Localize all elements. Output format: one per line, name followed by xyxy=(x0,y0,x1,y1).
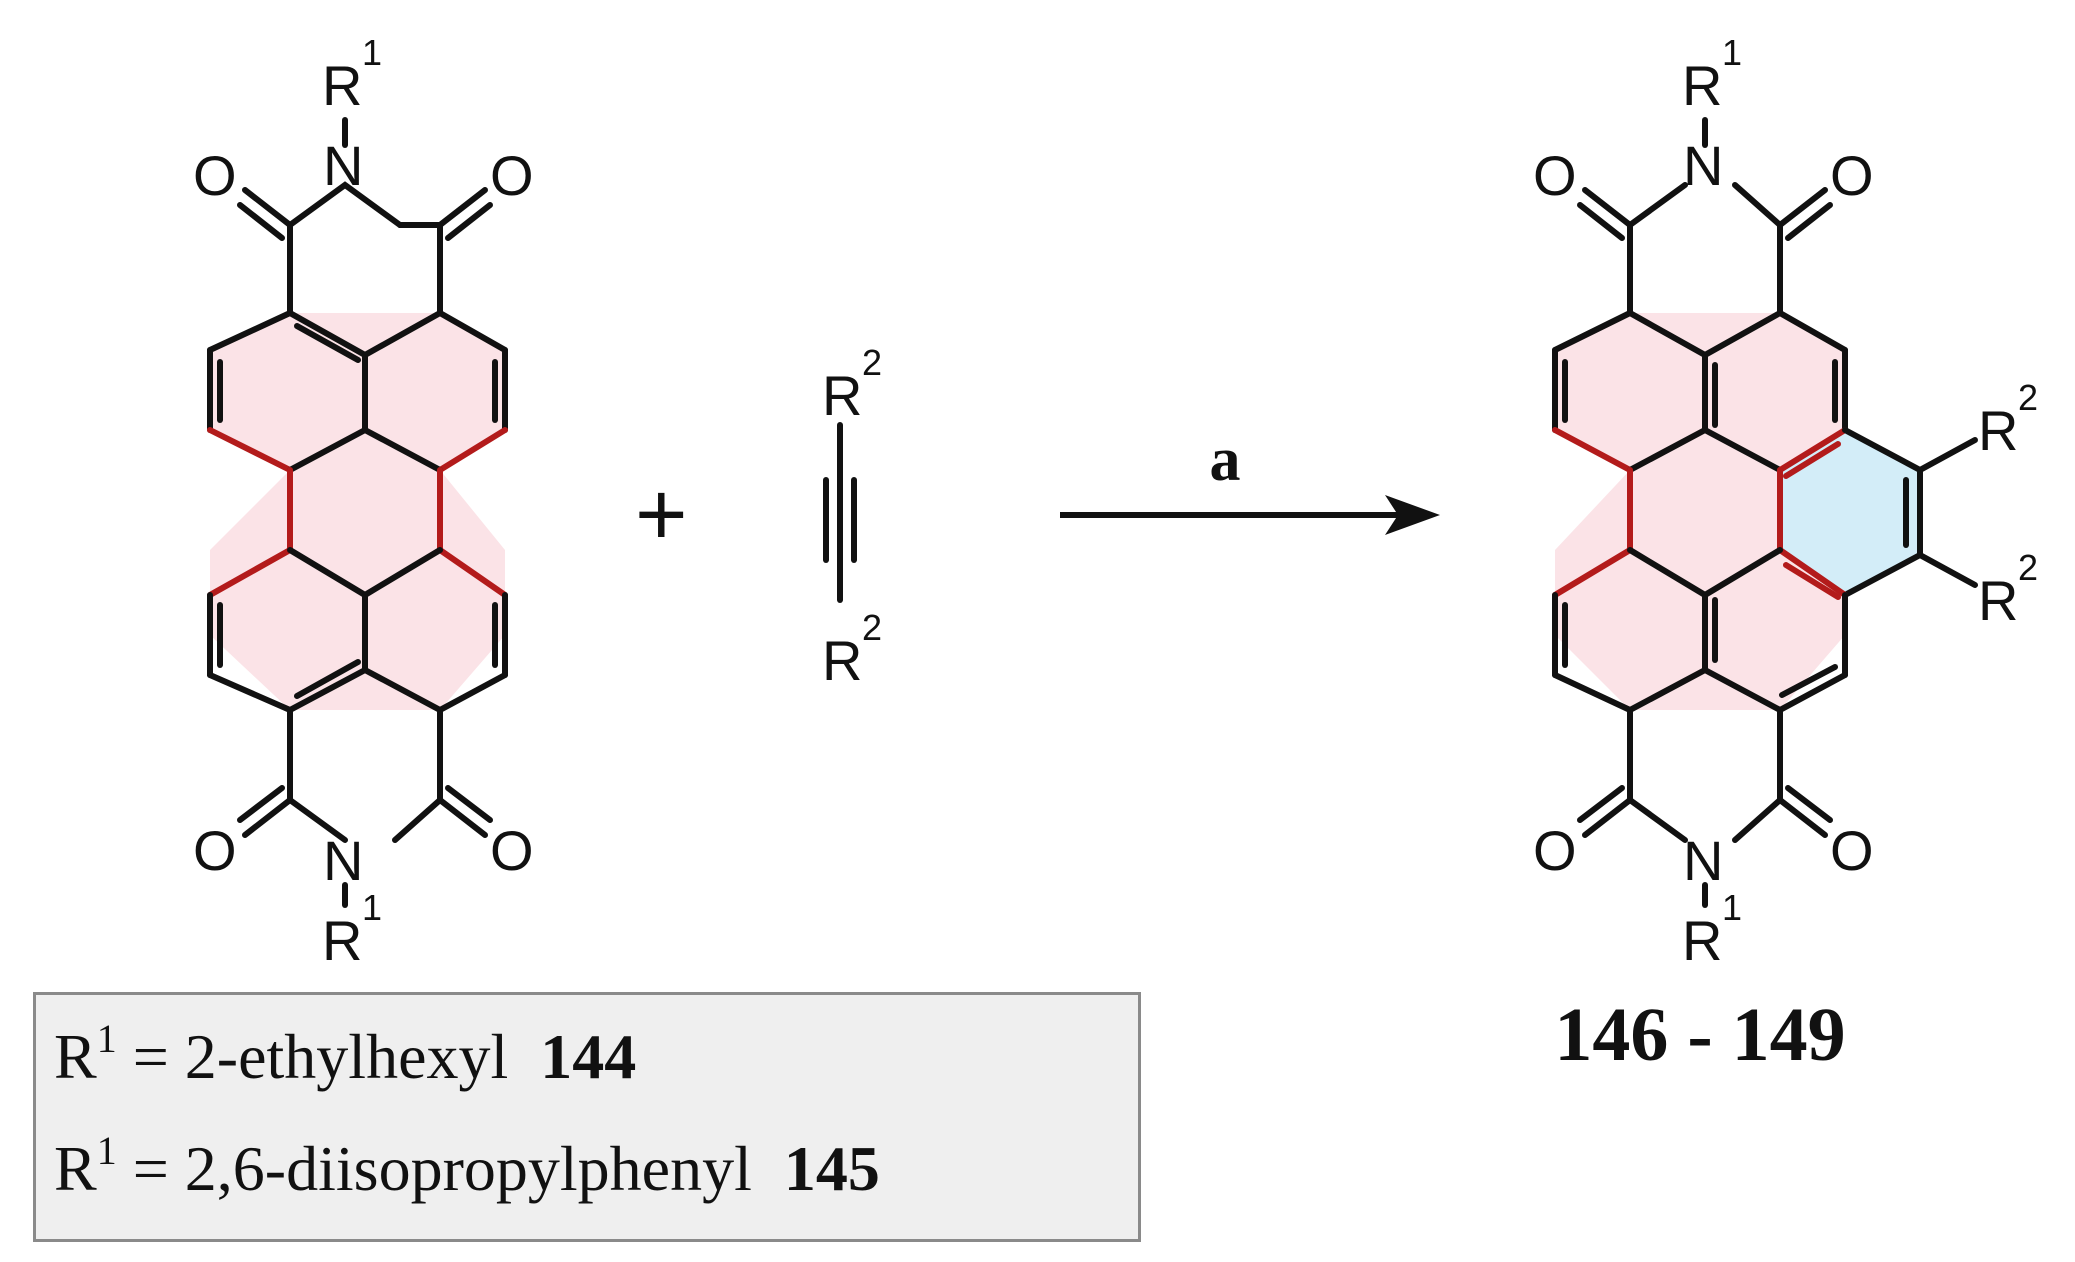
product-r2-lower-label: R xyxy=(1978,569,2018,632)
alkyne-reagent: R 2 R 2 xyxy=(822,342,882,692)
oxygen-top-right-label: O xyxy=(490,144,534,207)
product-r2-lower-superscript: 2 xyxy=(2018,547,2038,588)
substituent-legend: R1 = 2-ethylhexyl 144 R1 = 2,6-diisoprop… xyxy=(33,992,1141,1242)
legend-row-1: R1 = 2-ethylhexyl 144 xyxy=(54,1015,636,1094)
perylene-fill xyxy=(210,313,505,710)
product-r1-top-label: R xyxy=(1682,54,1722,117)
r1-bottom-superscript: 1 xyxy=(362,887,382,928)
product-nitrogen-bottom-label: N xyxy=(1683,829,1723,892)
product-r1-bottom-superscript: 1 xyxy=(1722,887,1742,928)
reaction-arrow: a xyxy=(1060,426,1440,535)
legend-row-1-prefix: R xyxy=(54,1021,97,1092)
product-nitrogen-top-label: N xyxy=(1683,134,1723,197)
r2-bottom-label: R xyxy=(822,629,862,692)
reagent-label: a xyxy=(1210,426,1241,494)
oxygen-top-left-label: O xyxy=(193,144,237,207)
reactant-molecule: R 1 N O O O O N R 1 xyxy=(193,32,534,972)
product-perylene-fill xyxy=(1555,313,1845,710)
plus-sign: + xyxy=(635,465,688,565)
legend-row-1-compound: 144 xyxy=(540,1021,637,1092)
r1-bottom-label: R xyxy=(322,909,362,972)
r2-top-superscript: 2 xyxy=(862,342,882,383)
product-oxygen-bottom-left-label: O xyxy=(1533,819,1577,882)
legend-row-1-superscript: 1 xyxy=(96,1016,117,1061)
nitrogen-top-label: N xyxy=(323,134,363,197)
product-oxygen-top-right-label: O xyxy=(1830,144,1874,207)
product-compound-label: 146 - 149 xyxy=(1554,993,1845,1077)
product-oxygen-top-left-label: O xyxy=(1533,144,1577,207)
oxygen-bottom-right-label: O xyxy=(490,819,534,882)
product-r2-upper-superscript: 2 xyxy=(2018,377,2038,418)
new-ring-fill xyxy=(1780,430,1920,595)
product-r2-upper-label: R xyxy=(1978,399,2018,462)
legend-row-2-prefix: R xyxy=(54,1133,97,1204)
product-r1-bottom-label: R xyxy=(1682,909,1722,972)
r2-top-label: R xyxy=(822,364,862,427)
product-oxygen-bottom-right-label: O xyxy=(1830,819,1874,882)
oxygen-bottom-left-label: O xyxy=(193,819,237,882)
r2-bottom-superscript: 2 xyxy=(862,607,882,648)
legend-row-1-text: = 2-ethylhexyl xyxy=(116,1021,541,1092)
legend-row-2: R1 = 2,6-diisopropylphenyl 145 xyxy=(54,1127,880,1206)
legend-row-2-text: = 2,6-diisopropylphenyl xyxy=(116,1133,784,1204)
r1-top-superscript: 1 xyxy=(362,32,382,73)
legend-row-2-compound: 145 xyxy=(783,1133,880,1204)
product-r1-top-superscript: 1 xyxy=(1722,32,1742,73)
r1-top-label: R xyxy=(322,54,362,117)
product-molecule: R 1 N O O O O N R 1 R 2 R 2 146 - 149 xyxy=(1533,32,2038,1077)
legend-row-2-superscript: 1 xyxy=(96,1128,117,1173)
nitrogen-bottom-label: N xyxy=(323,829,363,892)
